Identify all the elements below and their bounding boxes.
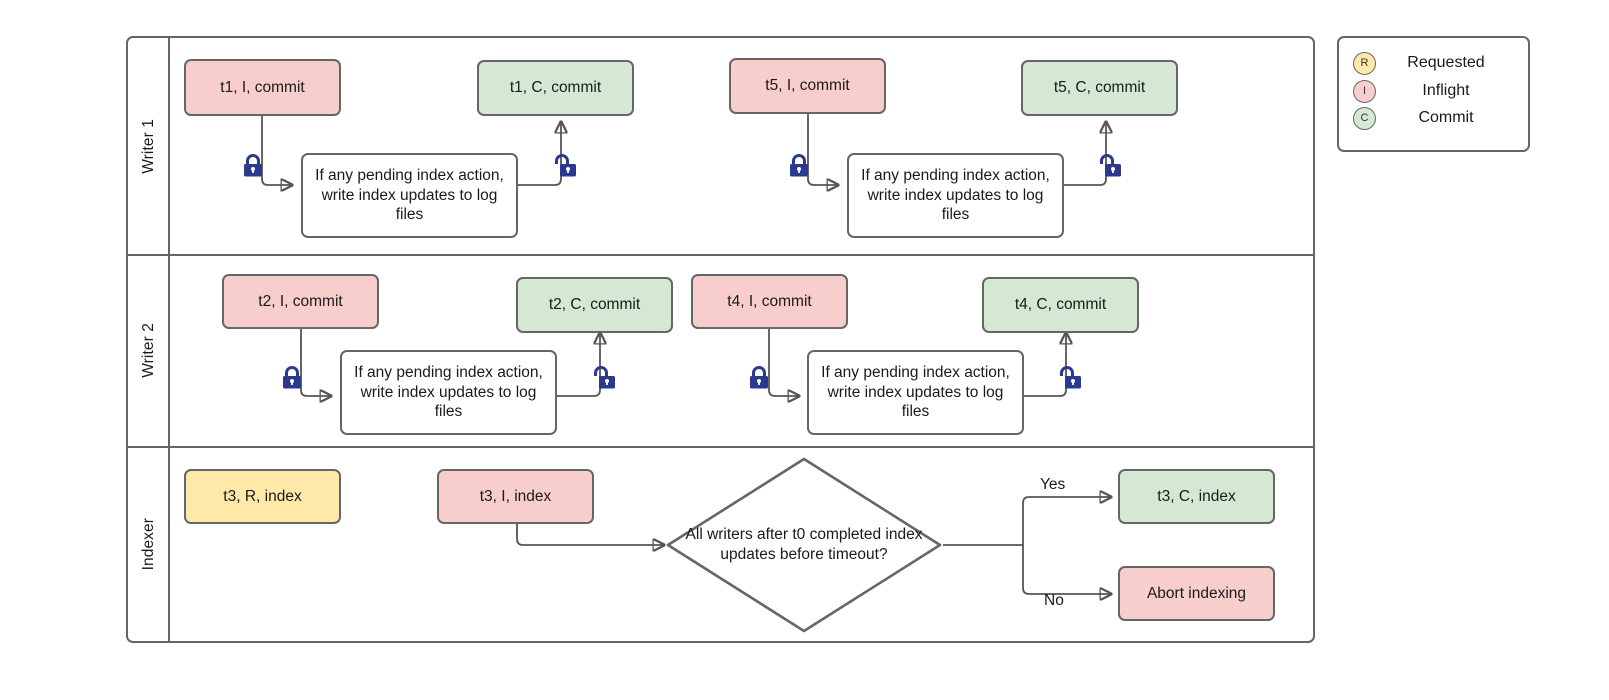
node-w2-process-a-label: If any pending index action, write index… — [354, 363, 543, 421]
lane-divider-2 — [128, 446, 1313, 448]
legend-item-commit: C Commit — [1353, 105, 1518, 131]
lock-open-icon — [555, 154, 577, 183]
node-w2-t4-inflight-label: t4, I, commit — [727, 292, 812, 310]
decision-diamond-shape — [666, 457, 942, 633]
legend-badge-requested-icon: R — [1353, 51, 1376, 75]
legend-label-commit: Commit — [1418, 109, 1474, 126]
legend-panel: R Requested I Inflight C Commit — [1337, 36, 1530, 152]
node-w1-t5-inflight[interactable]: t5, I, commit — [729, 58, 886, 114]
legend-badge-commit-icon: C — [1353, 106, 1376, 130]
node-w1-t5-inflight-label: t5, I, commit — [765, 77, 850, 95]
node-w1-t5-commit[interactable]: t5, C, commit — [1021, 60, 1178, 116]
lock-closed-icon — [281, 366, 303, 395]
node-w1-t1-commit-label: t1, C, commit — [509, 79, 602, 97]
lane-label-writer-1: Writer 1 — [128, 38, 170, 254]
node-w2-t2-inflight[interactable]: t2, I, commit — [222, 274, 379, 329]
node-w2-t4-inflight[interactable]: t4, I, commit — [691, 274, 848, 329]
node-w1-process-a[interactable]: If any pending index action, write index… — [301, 153, 518, 238]
node-w1-t1-commit[interactable]: t1, C, commit — [477, 60, 634, 116]
lane-header-divider — [168, 38, 170, 641]
node-w1-t5-commit-label: t5, C, commit — [1053, 79, 1146, 97]
node-idx-t3-inflight-label: t3, I, index — [479, 487, 552, 505]
lock-closed-icon — [242, 154, 264, 183]
lane-label-indexer: Indexer — [128, 446, 170, 643]
legend-badge-inflight-icon: I — [1353, 79, 1376, 103]
legend-item-requested: R Requested — [1353, 50, 1518, 76]
node-w2-process-b[interactable]: If any pending index action, write index… — [807, 350, 1024, 435]
lane-label-writer-2-text: Writer 2 — [140, 322, 157, 378]
node-idx-t3-commit[interactable]: t3, C, index — [1118, 469, 1275, 524]
legend-label-inflight: Inflight — [1422, 82, 1470, 99]
node-idx-t3-commit-label: t3, C, index — [1157, 487, 1236, 505]
node-w1-process-b[interactable]: If any pending index action, write index… — [847, 153, 1064, 238]
node-w2-process-a[interactable]: If any pending index action, write index… — [340, 350, 557, 435]
node-idx-abort[interactable]: Abort indexing — [1118, 566, 1275, 621]
node-w1-process-a-label: If any pending index action, write index… — [315, 166, 504, 224]
node-idx-t3-requested-label: t3, R, index — [223, 487, 302, 505]
lock-closed-icon — [788, 154, 810, 183]
lock-open-icon — [1060, 366, 1082, 395]
node-w2-t2-commit-label: t2, C, commit — [548, 296, 641, 314]
node-w2-process-b-label: If any pending index action, write index… — [821, 363, 1010, 421]
lock-open-icon — [594, 366, 616, 395]
node-w1-t1-inflight[interactable]: t1, I, commit — [184, 59, 341, 116]
node-w2-t2-commit[interactable]: t2, C, commit — [516, 277, 673, 333]
node-w2-t4-commit[interactable]: t4, C, commit — [982, 277, 1139, 333]
edge-label-no: No — [1044, 592, 1064, 609]
legend-item-inflight: I Inflight — [1353, 78, 1518, 104]
lane-label-writer-1-text: Writer 1 — [140, 118, 157, 174]
node-w1-t1-inflight-label: t1, I, commit — [220, 78, 305, 96]
lane-label-indexer-text: Indexer — [140, 518, 157, 571]
node-idx-t3-requested[interactable]: t3, R, index — [184, 469, 341, 524]
node-w2-t4-commit-label: t4, C, commit — [1014, 296, 1107, 314]
node-w1-process-b-label: If any pending index action, write index… — [861, 166, 1050, 224]
lock-open-icon — [1100, 154, 1122, 183]
legend-label-requested: Requested — [1407, 54, 1485, 71]
lane-label-writer-2: Writer 2 — [128, 254, 170, 446]
lock-closed-icon — [748, 366, 770, 395]
node-idx-decision[interactable]: All writers after t0 completed index upd… — [664, 455, 944, 635]
edge-label-yes: Yes — [1040, 476, 1066, 493]
lane-divider-1 — [128, 254, 1313, 256]
node-w2-t2-inflight-label: t2, I, commit — [258, 292, 343, 310]
node-idx-t3-inflight[interactable]: t3, I, index — [437, 469, 594, 524]
node-idx-abort-label: Abort indexing — [1146, 584, 1247, 602]
